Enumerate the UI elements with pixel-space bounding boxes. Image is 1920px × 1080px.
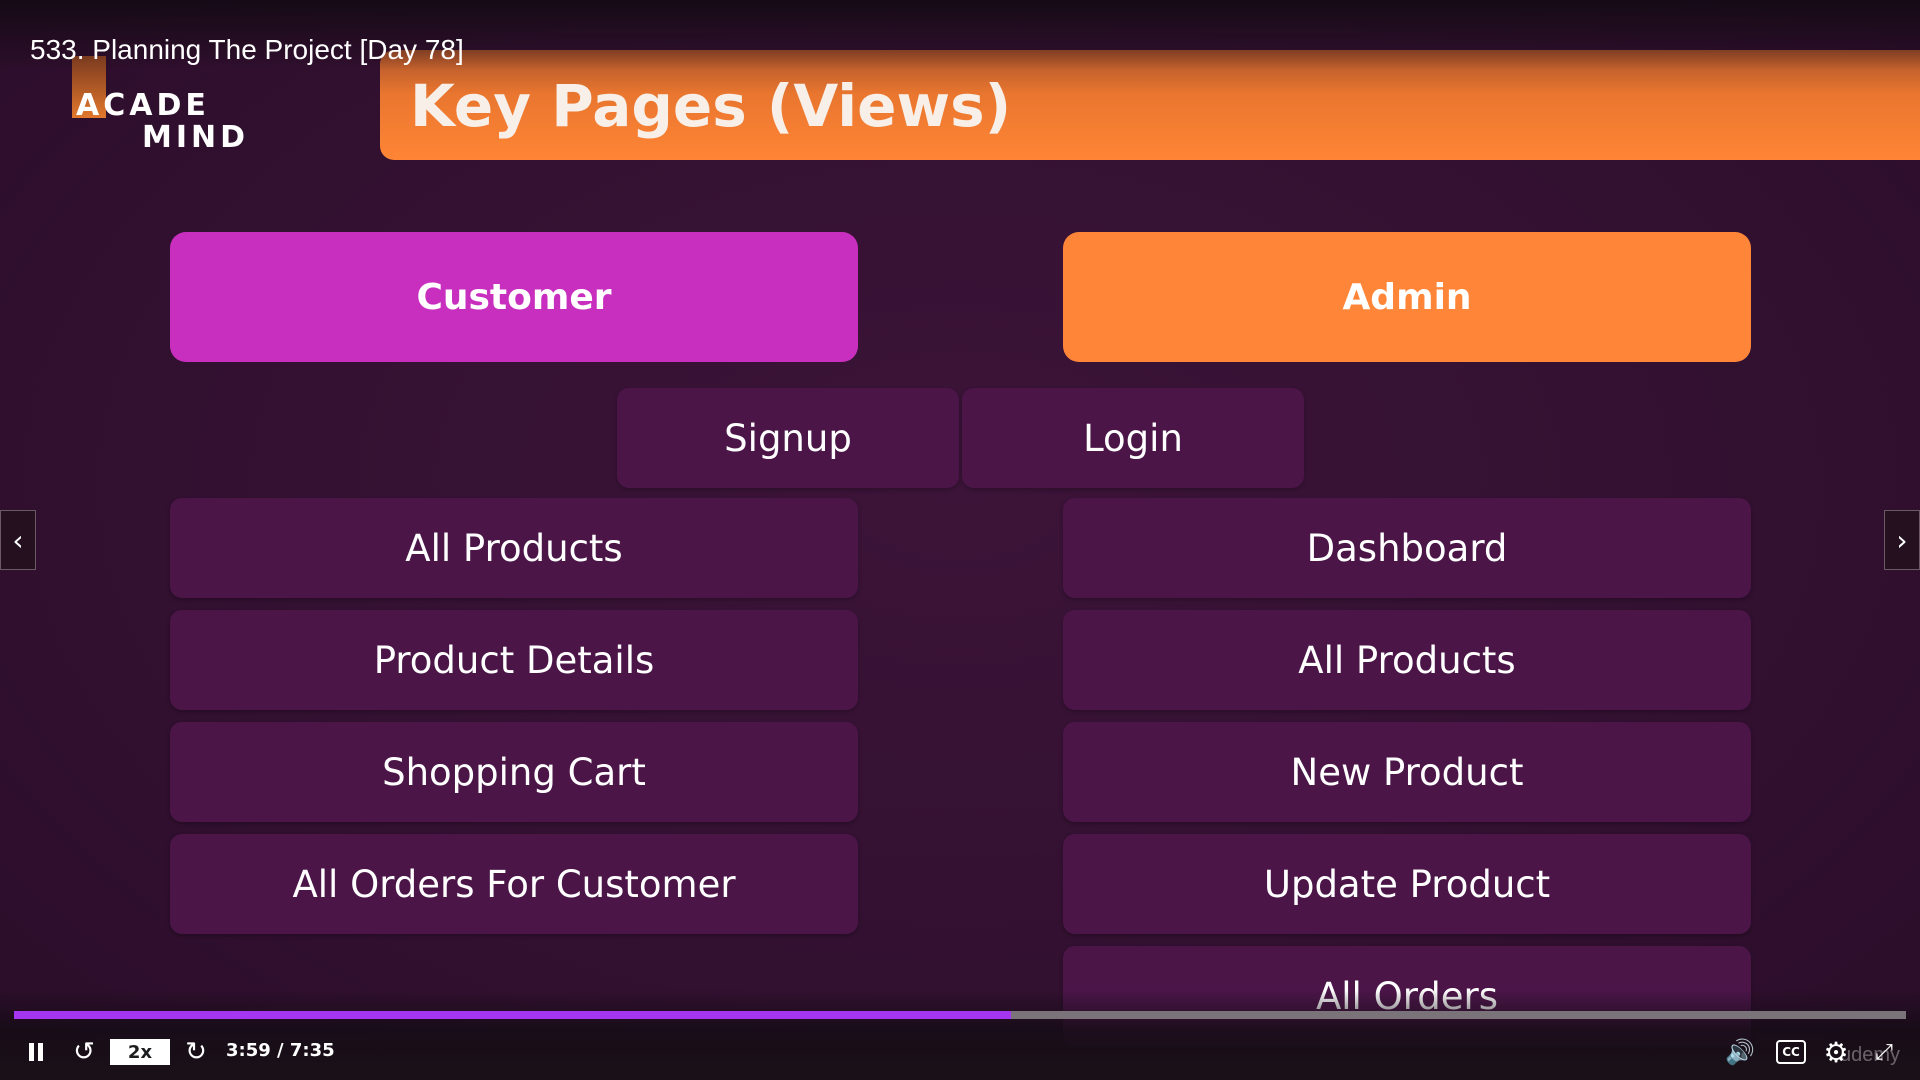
customer-page-card: All Products xyxy=(170,498,858,598)
admin-page-card: Dashboard xyxy=(1063,498,1751,598)
speaker-icon: 🔊 xyxy=(1725,1038,1755,1066)
volume-button[interactable]: 🔊 xyxy=(1724,1037,1756,1067)
progress-bar-fill xyxy=(14,1011,1012,1019)
udemy-watermark: udemy xyxy=(1840,1044,1901,1066)
academind-logo: ACADE MIND xyxy=(76,90,249,154)
player-control-bar xyxy=(0,990,1920,1080)
rewind-icon: ↺ xyxy=(73,1037,95,1067)
next-lecture-button[interactable]: › xyxy=(1884,510,1920,570)
progress-bar[interactable] xyxy=(14,1011,1906,1019)
admin-column-header: Admin xyxy=(1063,232,1751,362)
exit-fullscreen-button[interactable]: ⤢ xyxy=(1868,1037,1900,1067)
signup-page-card: Signup xyxy=(617,388,959,488)
customer-page-card: All Orders For Customer xyxy=(170,834,858,934)
forward-button[interactable]: ↻ xyxy=(180,1037,212,1067)
previous-lecture-button[interactable]: ‹ xyxy=(0,510,36,570)
login-page-card: Login xyxy=(962,388,1304,488)
playback-speed-button[interactable]: 2x xyxy=(110,1039,170,1065)
pause-button[interactable] xyxy=(22,1037,50,1067)
exit-fullscreen-icon: ⤢ xyxy=(1875,1039,1893,1065)
time-readout: 3:59 / 7:35 xyxy=(226,1040,335,1061)
gear-icon: ⚙ xyxy=(1823,1035,1849,1069)
customer-column-header: Customer xyxy=(170,232,858,362)
top-overlay xyxy=(0,0,1920,70)
forward-icon: ↻ xyxy=(185,1037,207,1067)
chevron-right-icon: › xyxy=(1896,523,1908,557)
settings-button[interactable]: ⚙ xyxy=(1820,1035,1852,1069)
admin-page-card: New Product xyxy=(1063,722,1751,822)
logo-line-1: ACADE xyxy=(76,88,210,123)
captions-icon: CC xyxy=(1782,1045,1800,1059)
pause-icon xyxy=(29,1043,34,1061)
chevron-left-icon: ‹ xyxy=(12,523,24,557)
logo-flag-icon xyxy=(72,56,106,118)
captions-button[interactable]: CC xyxy=(1776,1040,1806,1064)
lecture-title: 533. Planning The Project [Day 78] xyxy=(30,34,464,65)
admin-page-card: Update Product xyxy=(1063,834,1751,934)
rewind-button[interactable]: ↺ xyxy=(68,1037,100,1067)
admin-page-card: All Products xyxy=(1063,610,1751,710)
customer-page-card: Product Details xyxy=(170,610,858,710)
logo-line-2: MIND xyxy=(142,120,250,155)
slide-title: Key Pages (Views) xyxy=(410,72,1012,140)
customer-page-card: Shopping Cart xyxy=(170,722,858,822)
